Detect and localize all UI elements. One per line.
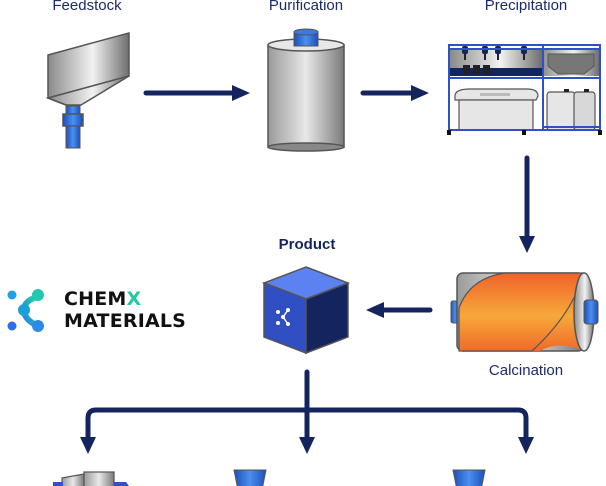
flow-arrow-purification-to-precipitation — [360, 85, 429, 101]
molecule-icon — [276, 308, 290, 326]
purification-tank-icon — [267, 28, 345, 152]
arrowhead-output-3 — [518, 437, 534, 454]
calcination-kiln-icon — [450, 272, 599, 352]
product-cube-icon — [261, 266, 351, 355]
output-3-container-icon — [452, 469, 486, 486]
stage-label-calcination: Calcination — [488, 362, 564, 379]
flow-arrow-feedstock-to-purification — [143, 85, 250, 101]
logo-line2: MATERIALS — [64, 310, 187, 332]
output-1-machine-icon — [53, 471, 129, 486]
stage-label-precipitation: Precipitation — [484, 0, 568, 14]
stage-label-product: Product — [278, 236, 336, 253]
arrowhead-output-1 — [80, 437, 96, 454]
logo-line1-accent: X — [126, 288, 142, 310]
flow-arrows-product-to-outputs — [85, 369, 529, 443]
feedstock-hopper-icon — [45, 32, 130, 149]
chemx-logo-icon — [7, 289, 44, 332]
output-2-container-icon — [233, 469, 267, 486]
chemx-logo-text: CHEMX MATERIALS — [64, 288, 186, 332]
stage-label-feedstock: Feedstock — [52, 0, 122, 14]
flow-arrow-precipitation-to-calcination — [519, 155, 535, 253]
precipitation-station-icon — [447, 44, 602, 135]
flow-arrow-calcination-to-product — [366, 302, 433, 318]
stage-label-purification: Purification — [268, 0, 344, 14]
arrowhead-output-2 — [299, 437, 315, 454]
logo-line1-main: CHEM — [64, 288, 127, 310]
